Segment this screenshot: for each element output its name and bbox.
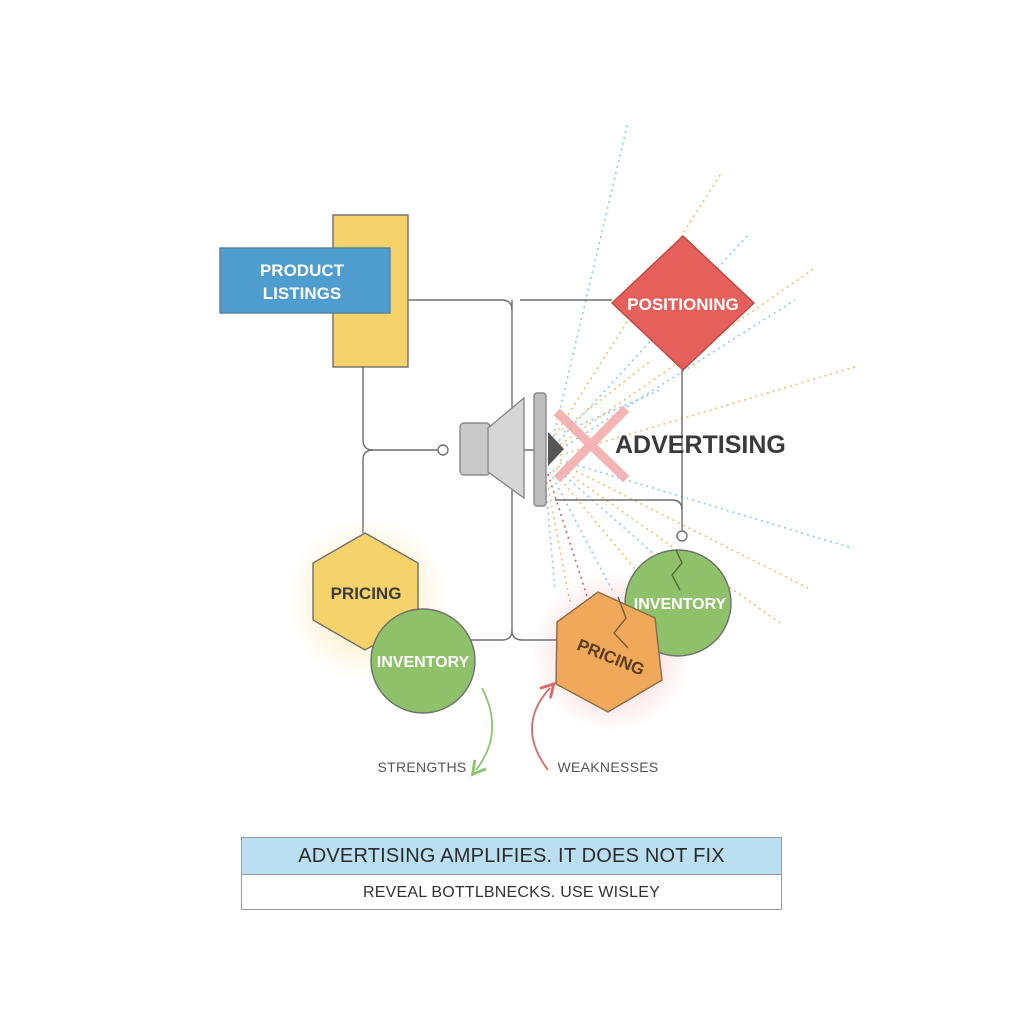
connector-dot xyxy=(676,530,688,542)
product-listings-node: PRODUCT LISTINGS xyxy=(219,214,409,368)
speaker-icon xyxy=(459,392,564,507)
weaknesses-caption: WEAKNESSES xyxy=(557,759,658,775)
inventory-strength-label: INVENTORY xyxy=(377,654,470,671)
banner-headline: ADVERTISING AMPLIFIES. IT DOES NOT FIX xyxy=(242,838,781,875)
product-listings-label-line2: LISTINGS xyxy=(263,284,341,303)
inventory-strength-node: INVENTORY xyxy=(370,608,476,714)
strengths-arrow xyxy=(470,687,493,777)
positioning-node: POSITIONING xyxy=(610,235,756,371)
weaknesses-arrow xyxy=(531,681,556,771)
advertising-label: ADVERTISING xyxy=(615,431,786,459)
product-listings-label-line1: PRODUCT xyxy=(260,261,345,280)
cross-icon xyxy=(553,405,630,483)
inventory-weakness-label: INVENTORY xyxy=(634,596,727,613)
connector-lines xyxy=(362,299,683,641)
positioning-label: POSITIONING xyxy=(627,295,738,314)
pricing-strength-label: PRICING xyxy=(331,584,402,603)
banner-subline: REVEAL BOTTLBNECKS. USE WISLEY xyxy=(362,883,661,901)
summary-banner: ADVERTISING AMPLIFIES. IT DOES NOT FIX R… xyxy=(241,837,782,910)
signal-rays xyxy=(544,121,859,626)
connector-dot xyxy=(437,444,449,456)
strengths-caption: STRENGTHS xyxy=(377,759,466,775)
pricing-weakness-node: PRICING xyxy=(555,591,663,713)
